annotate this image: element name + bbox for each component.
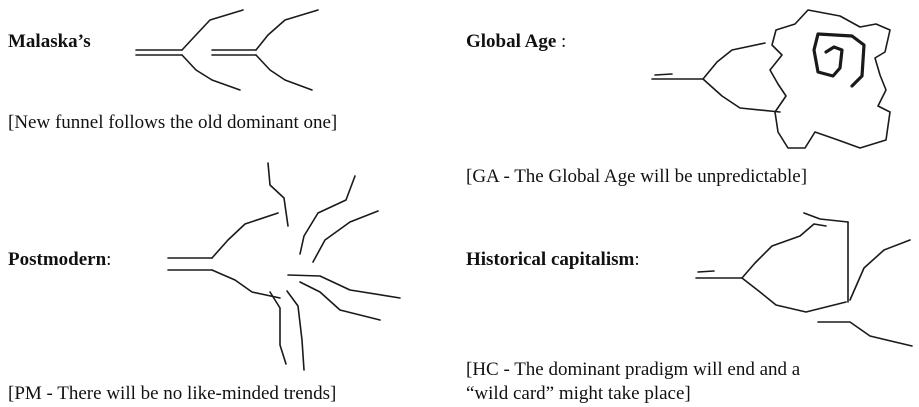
global-age-chaos-outline [769, 9, 891, 149]
postmodern-fragment-4 [287, 274, 401, 299]
historical-capitalism-title-suffix: : [634, 249, 640, 270]
global-age-stem-tick [654, 73, 673, 76]
historical-capitalism-caption-line-2: “wild card” might take place] [466, 382, 691, 404]
historical-capitalism-diagram [695, 212, 913, 347]
malaska-branch-lower-2 [255, 54, 313, 91]
hc-wildcard-branch [849, 239, 911, 301]
postmodern-fragment-7 [269, 291, 287, 365]
global-age-branch-upper [702, 42, 766, 80]
postmodern-title-text: Postmodern [8, 249, 107, 270]
postmodern-diagram [167, 162, 401, 371]
postmodern-fragment-2 [299, 175, 356, 255]
global-age-caption: [GA - The Global Age will be unpredictab… [466, 165, 807, 189]
malaska-branch-lower-1 [181, 54, 241, 91]
historical-capitalism-caption-line-1: [HC - The dominant pradigm will end and … [466, 359, 801, 380]
hc-cutoff-top [803, 212, 849, 223]
malaska-title-text: Malaska’s [8, 31, 91, 52]
postmodern-title-suffix: : [106, 249, 112, 270]
postmodern-fragment-6 [286, 290, 305, 371]
historical-capitalism-title: Historical capitalism: [466, 250, 640, 269]
malaska-caption-line-1: [New funnel follows the old dominant one… [8, 112, 338, 133]
global-age-title-suffix: : [556, 31, 567, 52]
postmodern-caption: [PM - There will be no like-minded trend… [8, 382, 336, 406]
postmodern-branch-2 [211, 269, 281, 299]
hc-new-path [817, 321, 913, 347]
historical-capitalism-caption: [HC - The dominant pradigm will end and … [466, 358, 800, 406]
hc-stem-tick [697, 270, 715, 273]
postmodern-caption-line-1: [PM - There will be no like-minded trend… [8, 383, 337, 404]
global-age-title-text: Global Age [466, 31, 557, 52]
malaska-caption: [New funnel follows the old dominant one… [8, 111, 337, 135]
postmodern-branch-1 [211, 212, 279, 259]
hc-branch-lower [741, 277, 847, 313]
global-age-branch-lower [702, 78, 781, 113]
postmodern-fragment-1 [267, 162, 289, 227]
malaska-branch-upper-1 [181, 9, 244, 51]
malaska-title: Malaska’s [8, 32, 91, 51]
historical-capitalism-title-text: Historical capitalism [466, 249, 635, 270]
hc-branch-upper [741, 223, 827, 279]
postmodern-title: Postmodern: [8, 250, 111, 269]
global-age-spiral [812, 32, 866, 88]
postmodern-fragment-3 [312, 210, 379, 263]
malaska-funnel-diagram [135, 9, 319, 91]
malaska-branch-upper-2 [255, 9, 319, 51]
global-age-diagram [651, 9, 891, 149]
global-age-caption-line-1: [GA - The Global Age will be unpredictab… [466, 166, 808, 187]
postmodern-fragment-5 [299, 281, 381, 321]
global-age-title: Global Age : [466, 32, 566, 51]
